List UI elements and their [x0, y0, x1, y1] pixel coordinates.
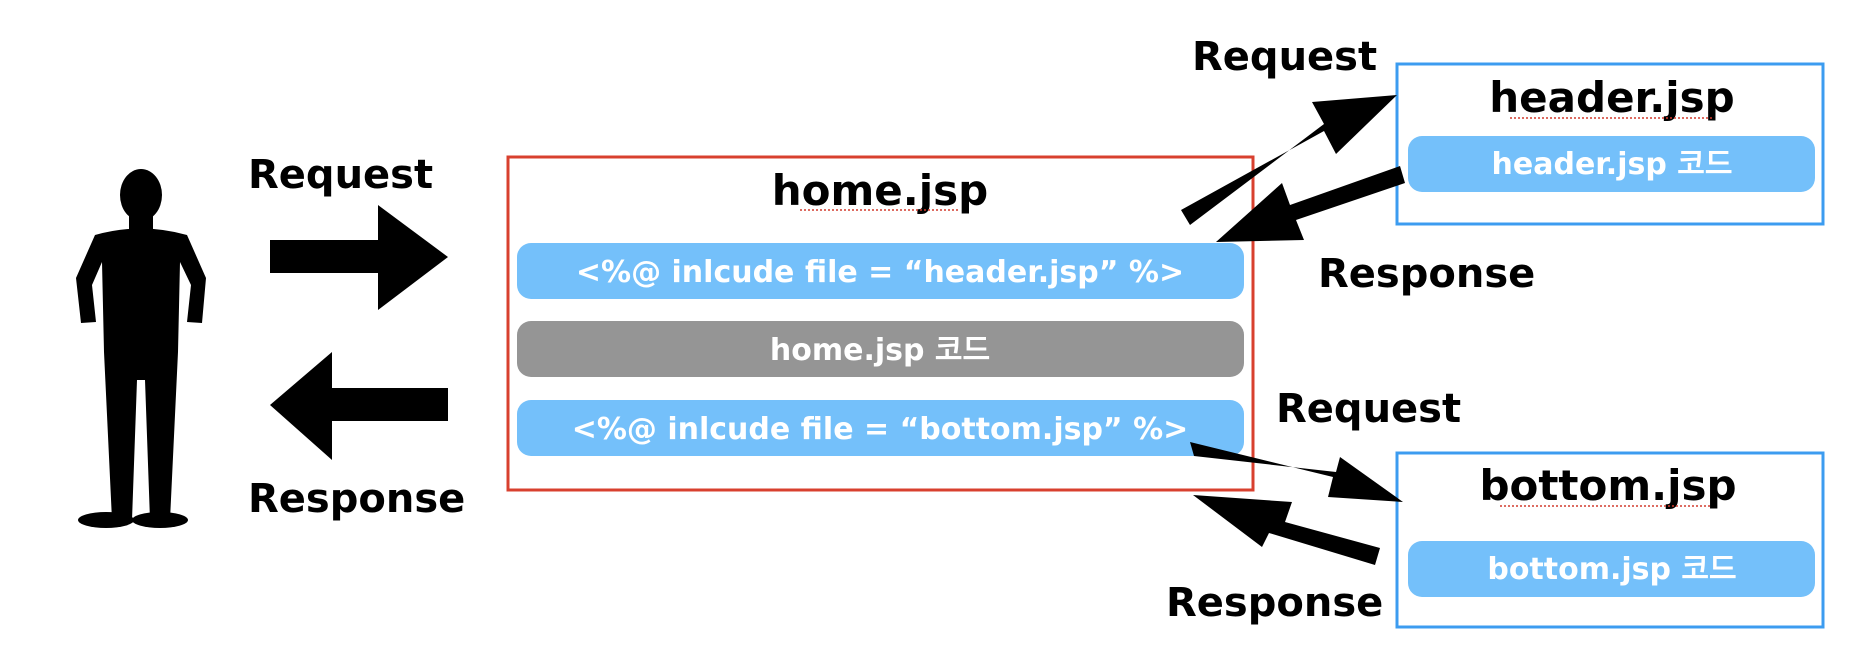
header-request-label: Request — [1192, 34, 1377, 80]
include-header-text: <%@ inlcude file = “header.jsp” %> — [576, 255, 1184, 290]
bottom-request-label: Request — [1276, 386, 1461, 432]
include-header-pill — [517, 243, 1244, 299]
bottom-response-arrow — [1193, 495, 1380, 565]
bottom-response-label: Response — [1166, 580, 1383, 626]
header-code-text: header.jsp 코드 — [1492, 147, 1733, 182]
header-jsp-title: header.jsp — [1489, 73, 1734, 122]
home-code-pill — [517, 321, 1244, 377]
user-response-label: Response — [248, 476, 465, 522]
header-code-pill — [1408, 136, 1815, 192]
user-request-arrow — [270, 205, 448, 310]
header-response-arrow — [1216, 166, 1405, 242]
bottom-code-text: bottom.jsp 코드 — [1487, 552, 1736, 587]
header-response-label: Response — [1318, 251, 1535, 297]
header-request-arrow — [1181, 95, 1397, 225]
home-code-text: home.jsp 코드 — [770, 333, 990, 368]
include-bottom-pill — [517, 400, 1244, 456]
user-response-arrow — [270, 352, 448, 460]
bottom-jsp-title: bottom.jsp — [1479, 461, 1736, 510]
include-bottom-text: <%@ inlcude file = “bottom.jsp” %> — [572, 412, 1189, 447]
home-jsp-title: home.jsp — [772, 166, 988, 215]
person-silhouette-icon — [76, 169, 206, 528]
bottom-request-arrow — [1190, 442, 1403, 502]
bottom-jsp-box — [1395, 451, 1825, 629]
user-request-label: Request — [248, 152, 433, 198]
bottom-code-pill — [1408, 541, 1815, 597]
